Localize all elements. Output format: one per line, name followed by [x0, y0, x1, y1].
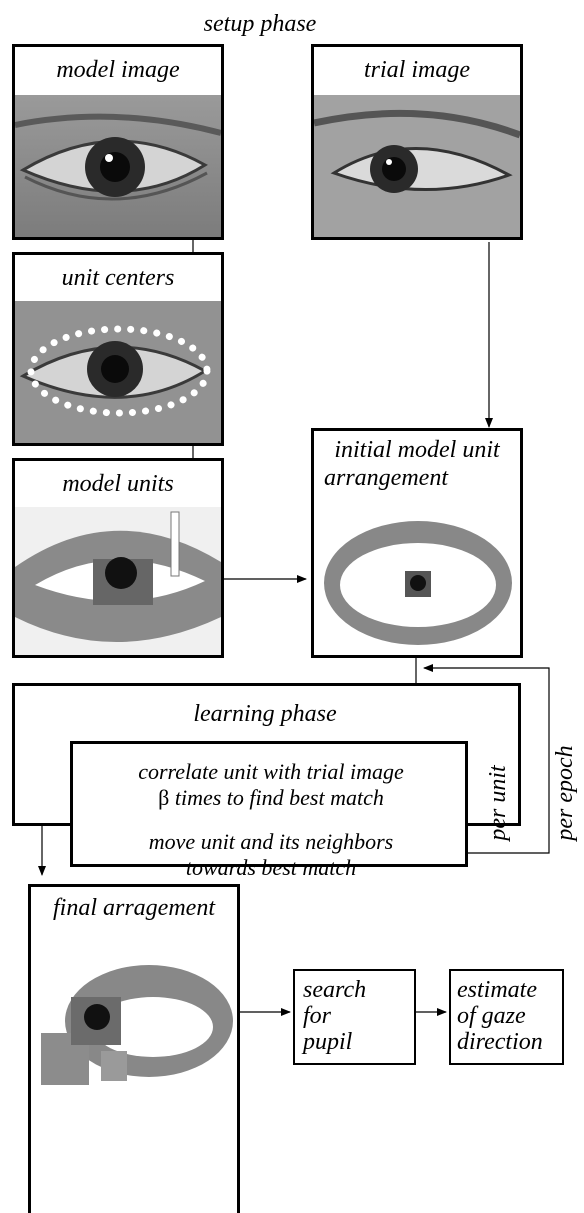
unit-centers-photo: [15, 301, 221, 443]
model-units-box: model units: [12, 458, 224, 658]
setup-phase-title: setup phase: [203, 11, 317, 37]
initial-arrangement-box: initial model unit arrangement: [311, 428, 523, 658]
initial-arrangement-label-2: arrangement: [324, 465, 448, 491]
estimate-gaze-box: estimate of gaze direction: [449, 969, 564, 1065]
beta-symbol: β: [158, 785, 170, 810]
step-line-2-text: times to find best match: [169, 785, 384, 810]
initial-arrangement-label-1: initial model unit: [334, 437, 500, 463]
model-image-photo: [15, 95, 221, 237]
step-line-2: β times to find best match: [78, 786, 464, 810]
model-image-label: model image: [56, 57, 180, 83]
initial-arrangement-photo: [314, 503, 520, 655]
model-units-label: model units: [62, 471, 174, 497]
trial-image-photo: [314, 95, 520, 237]
trial-image-box: trial image: [311, 44, 523, 240]
unit-centers-box: unit centers: [12, 252, 224, 446]
model-image-box: model image: [12, 44, 224, 240]
step-line-4: towards best match: [185, 855, 357, 880]
estimate-line-3: direction: [457, 1029, 543, 1055]
final-arrangement-photo: [31, 933, 237, 1213]
step-line-1: correlate unit with trial image: [138, 759, 404, 784]
search-line-2: for: [303, 1003, 332, 1029]
correlate-step-box: [70, 741, 468, 867]
trial-image-label: trial image: [364, 57, 470, 83]
search-line-3: pupil: [303, 1029, 353, 1055]
step-line-3: move unit and its neighbors: [148, 829, 394, 854]
unit-centers-label: unit centers: [61, 265, 175, 291]
estimate-line-1: estimate: [457, 977, 537, 1003]
search-line-1: search: [303, 977, 367, 1003]
final-arrangement-label: final arragement: [53, 895, 215, 921]
model-units-photo: [15, 507, 221, 655]
learning-phase-title: learning phase: [193, 701, 337, 727]
final-arrangement-box: final arragement: [28, 884, 240, 1213]
search-for-pupil-box: search for pupil: [293, 969, 416, 1065]
estimate-line-2: of gaze: [457, 1003, 526, 1029]
per-unit-label: per unit: [485, 765, 511, 841]
per-epoch-label: per epoch: [552, 745, 578, 841]
